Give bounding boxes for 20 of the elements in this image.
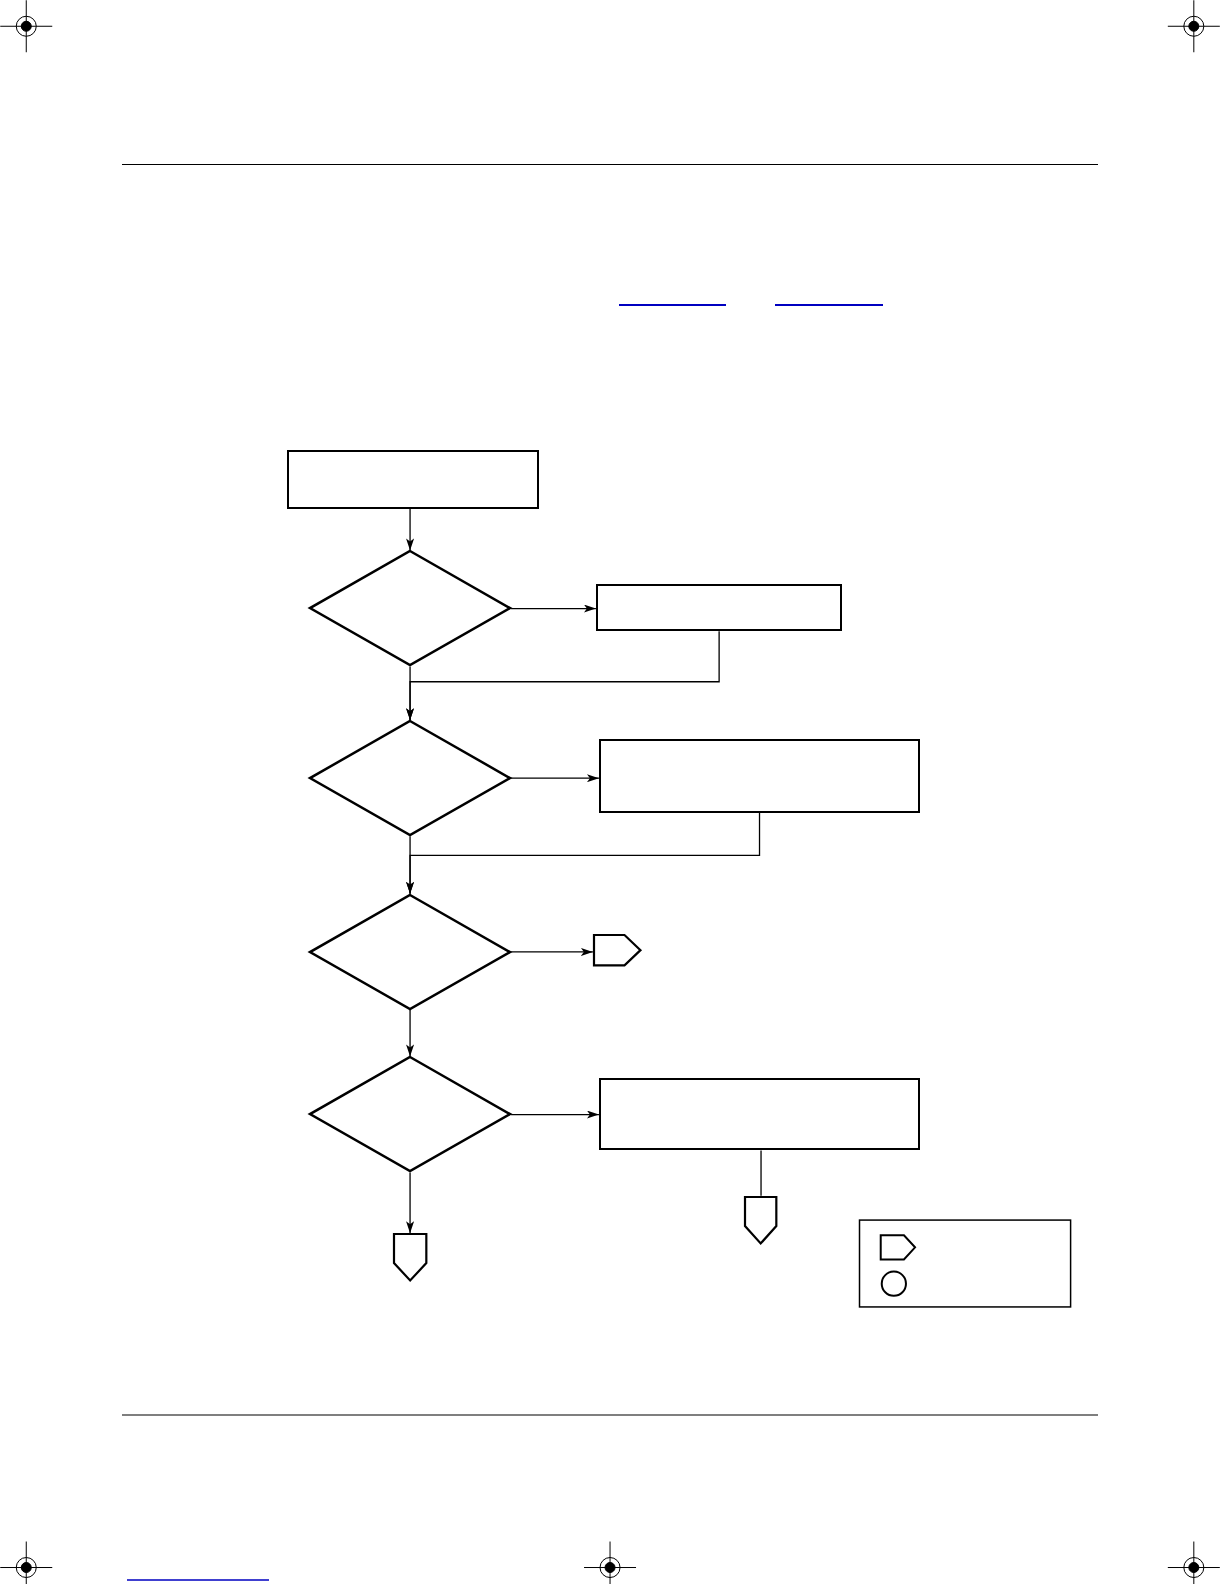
decision-diamond bbox=[309, 550, 512, 667]
arrow bbox=[510, 947, 594, 956]
off-page-connector bbox=[392, 1233, 428, 1282]
arrow bbox=[510, 604, 597, 613]
process-box bbox=[595, 583, 843, 632]
decision-diamond bbox=[309, 720, 512, 837]
arrow bbox=[510, 1110, 600, 1119]
arrow bbox=[510, 774, 600, 783]
arrow bbox=[406, 665, 415, 721]
process-box bbox=[598, 739, 921, 814]
arrow bbox=[406, 835, 415, 895]
arrow bbox=[406, 1009, 415, 1058]
off-page-connector bbox=[744, 1195, 778, 1245]
process-box bbox=[286, 450, 540, 510]
process-box bbox=[598, 1077, 921, 1151]
arrow bbox=[406, 508, 415, 552]
decision-diamond bbox=[309, 1056, 512, 1173]
decision-diamond bbox=[309, 893, 512, 1010]
off-page-connector bbox=[592, 934, 642, 967]
arrow bbox=[406, 1171, 415, 1234]
